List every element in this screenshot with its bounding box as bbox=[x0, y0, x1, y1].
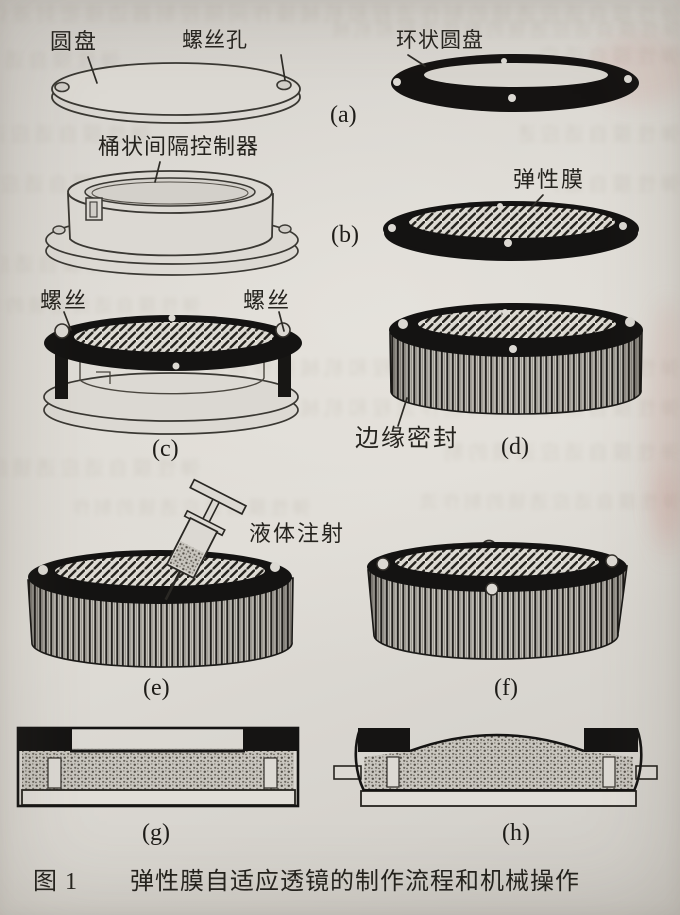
membrane-hatch bbox=[53, 554, 267, 588]
screw-post-right bbox=[278, 350, 291, 397]
barrel-notch bbox=[96, 371, 111, 384]
screw-head-right bbox=[275, 322, 291, 338]
panel-label-g: (g) bbox=[142, 820, 170, 846]
screw-head-left bbox=[54, 323, 70, 339]
membrane-hatch bbox=[393, 546, 601, 578]
section-outline bbox=[16, 726, 300, 808]
membrane-hatch bbox=[407, 204, 617, 240]
panel-label-f: (f) bbox=[494, 675, 518, 701]
figure-caption: 弹性膜自适应透镜的制作流程和机械操作 bbox=[130, 869, 580, 895]
syringe-liquid bbox=[169, 541, 205, 576]
annotation-disc: 圆盘 bbox=[50, 29, 99, 54]
screw-head bbox=[485, 582, 499, 596]
panel-label-a: (a) bbox=[330, 102, 357, 128]
screw-post-left bbox=[55, 352, 68, 399]
bleedthrough-texture: 弹性膜自适应透镜的制作流程和机械操作间隔控制器边缘密封液体注射圆盘螺丝孔环状圆盘 bbox=[440, 442, 680, 462]
membrane-hatch bbox=[72, 320, 276, 354]
screw-section-left bbox=[47, 757, 62, 789]
syringe-needle bbox=[164, 570, 182, 601]
panel-e-injection-illustration bbox=[5, 472, 315, 682]
bleedthrough-texture: 弹性膜自适应透镜的制作流程和机械操作间隔控制器边缘密封液体注射圆盘螺丝孔环状圆盘 bbox=[0, 4, 680, 24]
annotation-screw-hole: 螺丝孔 bbox=[182, 28, 248, 52]
panel-b-membrane-illustration bbox=[378, 195, 648, 270]
liquid-fill bbox=[22, 748, 294, 791]
bleedthrough-texture: 弹性膜自适应透镜的制作流程和机械操作间隔控制器边缘密封液体注射圆盘螺丝孔环状圆盘 bbox=[420, 492, 680, 512]
panel-label-b: (b) bbox=[331, 222, 359, 248]
panel-label-h: (h) bbox=[502, 820, 530, 846]
panel-label-e: (e) bbox=[143, 675, 170, 701]
membrane-dome bbox=[409, 733, 585, 753]
base-plate bbox=[21, 789, 296, 806]
clamp-ring-left bbox=[358, 728, 410, 752]
panel-c-assembly-illustration bbox=[35, 308, 310, 438]
screw-head bbox=[376, 557, 390, 571]
panel-label-d: (d) bbox=[501, 434, 529, 460]
screw-section-right bbox=[602, 756, 616, 788]
clamp-ring-right bbox=[243, 728, 298, 751]
annotation-screw-right: 螺丝 bbox=[243, 288, 292, 313]
syringe-plunger-flange bbox=[189, 478, 248, 516]
screw-hole-right bbox=[276, 79, 292, 91]
annotation-elastic-membrane: 弹性膜 bbox=[513, 167, 586, 192]
panel-f-filled-cell-illustration bbox=[358, 535, 648, 675]
panel-a-disc-illustration bbox=[35, 50, 315, 130]
liquid-fill bbox=[364, 735, 633, 789]
screw-hole-left bbox=[54, 81, 70, 93]
syringe bbox=[164, 478, 248, 601]
panel-g-crosssection-flat bbox=[12, 724, 307, 816]
membrane-hatch bbox=[416, 308, 618, 340]
base-plate bbox=[360, 790, 637, 807]
clamp-ring-left bbox=[18, 728, 72, 751]
pink-mark bbox=[652, 468, 680, 538]
annotation-screw-left: 螺丝 bbox=[40, 288, 89, 313]
panel-label-c: (c) bbox=[152, 436, 179, 462]
panel-a-annular-ring-illustration bbox=[380, 45, 650, 125]
annotation-annular-disc: 环状圆盘 bbox=[396, 28, 484, 52]
annotation-edge-seal: 边缘密封 bbox=[355, 426, 459, 452]
annotation-barrel-spacer: 桶状间隔控制器 bbox=[98, 134, 260, 159]
panel-h-crosssection-bulged bbox=[330, 724, 660, 816]
screw-section-right bbox=[263, 757, 278, 789]
nozzle-left bbox=[333, 765, 362, 780]
clamp-ring-right bbox=[584, 728, 638, 752]
screw-head bbox=[605, 554, 619, 568]
panel-b-barrel-spacer-illustration bbox=[35, 165, 310, 280]
figure-number: 图 1 bbox=[33, 869, 78, 895]
annotation-liquid-injection: 液体注射 bbox=[249, 521, 346, 546]
bleedthrough-texture: 弹性膜自适应透镜的制作流程和机械操作间隔控制器边缘密封液体注射圆盘螺丝孔环状圆盘 bbox=[330, 20, 680, 40]
panel-d-sealed-cell-illustration bbox=[378, 295, 653, 430]
screw-section-left bbox=[386, 756, 400, 788]
